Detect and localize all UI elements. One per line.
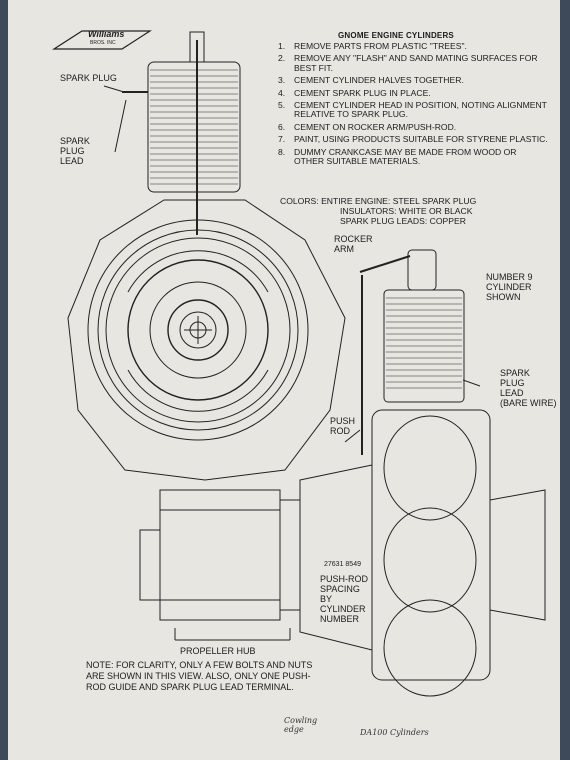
- step-text: REMOVE PARTS FROM PLASTIC "TREES".: [294, 41, 467, 51]
- clarity-note: NOTE: FOR CLARITY, ONLY A FEW BOLTS AND …: [86, 660, 313, 692]
- williams-logo: [52, 30, 152, 50]
- label-rocker-arm: ROCKER ARM: [334, 234, 373, 254]
- label-propeller-hub: PROPELLER HUB: [180, 646, 256, 656]
- step-number: 3.: [278, 75, 286, 86]
- sheet-title: GNOME ENGINE CYLINDERS: [338, 31, 454, 40]
- handwritten-da100: DA100 Cylinders: [360, 728, 429, 737]
- label-spark-plug-lead: SPARK PLUG LEAD: [60, 136, 90, 166]
- instruction-item: 1. REMOVE PARTS FROM PLASTIC "TREES".: [278, 41, 548, 51]
- step-text: CEMENT ON ROCKER ARM/PUSH-ROD.: [294, 121, 457, 132]
- step-text: CEMENT CYLINDER HALVES TOGETHER.: [294, 75, 464, 86]
- label-push-rod-spacing: PUSH-ROD SPACING BY CYLINDER NUMBER: [320, 574, 369, 624]
- cooling-fins: [150, 69, 238, 185]
- step-number: 5.: [278, 100, 286, 111]
- label-push-rod-numbers: 27631 8549: [324, 561, 361, 568]
- top-cylinder: [147, 61, 241, 193]
- instruction-list: 1. REMOVE PARTS FROM PLASTIC "TREES". 2. R…: [278, 41, 548, 169]
- color-line-1: COLORS: ENTIRE ENGINE: STEEL SPARK PLUG: [280, 196, 477, 206]
- instruction-item: 4. CEMENT SPARK PLUG IN PLACE.: [278, 87, 548, 98]
- crankcase-side: [371, 409, 491, 681]
- logo-name: Williams: [88, 29, 125, 39]
- instruction-item: 3. CEMENT CYLINDER HALVES TOGETHER.: [278, 75, 548, 86]
- instruction-item: 8. DUMMY CRANKCASE MAY BE MADE FROM WOOD …: [278, 146, 548, 167]
- crankcase-outline: [67, 199, 346, 481]
- step-number: 8.: [278, 146, 286, 157]
- step-number: 2.: [278, 53, 286, 64]
- step-number: 1.: [278, 41, 286, 51]
- step-text: CEMENT SPARK PLUG IN PLACE.: [294, 87, 431, 98]
- instruction-item: 2. REMOVE ANY "FLASH" AND SAND MATING SUR…: [278, 54, 548, 73]
- step-text: PAINT, USING PRODUCTS SUITABLE FOR STYRE…: [294, 134, 548, 145]
- step-number: 7.: [278, 134, 286, 145]
- label-push-rod: PUSH ROD: [330, 416, 356, 436]
- rocker-arm: [359, 255, 411, 273]
- instruction-item: 5. CEMENT CYLINDER HEAD IN POSITION, NOTI…: [278, 100, 548, 120]
- label-number-9: NUMBER 9 CYLINDER SHOWN: [486, 272, 533, 302]
- step-text: DUMMY CRANKCASE MAY BE MADE FROM WOOD OR…: [294, 146, 517, 167]
- step-number: 6.: [278, 121, 286, 132]
- logo-sub: BROS. INC: [90, 40, 116, 46]
- color-line-3: SPARK PLUG LEADS: COPPER: [340, 216, 466, 226]
- label-spark-plug-lead-right: SPARK PLUG LEAD (BARE WIRE): [500, 368, 557, 408]
- handwritten-cowling: Cowling edge: [284, 716, 318, 734]
- color-specs: COLORS: ENTIRE ENGINE: STEEL SPARK PLUG …: [280, 196, 540, 226]
- color-line-2: INSULATORS: WHITE OR BLACK: [340, 206, 473, 216]
- step-number: 4.: [278, 87, 286, 98]
- step-text: REMOVE ANY "FLASH" AND SAND MATING SURFA…: [294, 53, 538, 73]
- instruction-item: 7. PAINT, USING PRODUCTS SUITABLE FOR STY…: [278, 134, 548, 145]
- step-text: CEMENT CYLINDER HEAD IN POSITION, NOTING…: [294, 100, 547, 120]
- label-spark-plug: SPARK PLUG: [60, 73, 117, 83]
- instruction-item: 6. CEMENT ON ROCKER ARM/PUSH-ROD.: [278, 121, 548, 132]
